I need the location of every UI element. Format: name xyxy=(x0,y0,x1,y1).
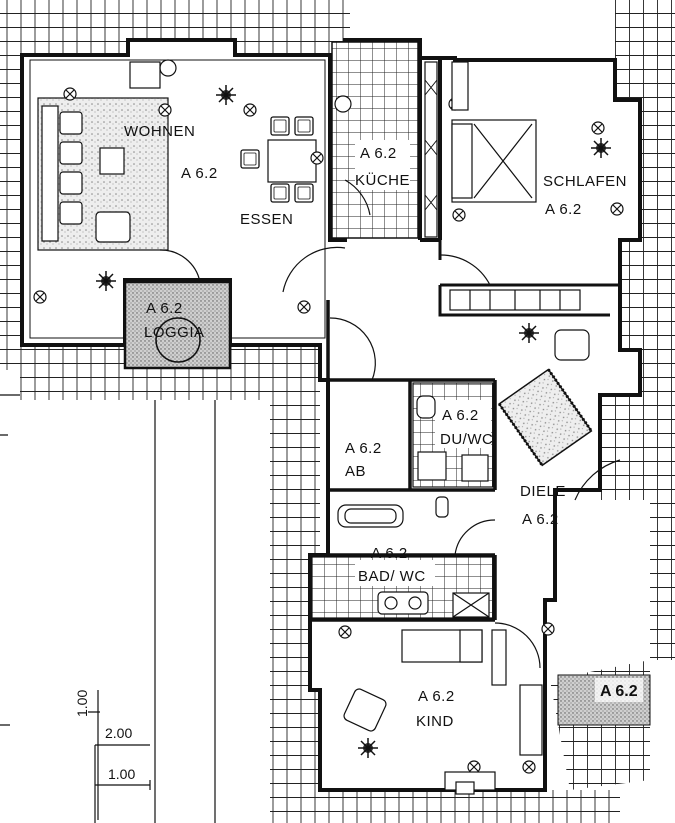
roof-tiles xyxy=(0,0,20,370)
roof-tiles xyxy=(615,0,675,100)
rug xyxy=(497,368,593,467)
shower-icon xyxy=(417,451,447,481)
desk-icon xyxy=(129,61,161,89)
chair-icon xyxy=(159,59,177,77)
toilet-icon xyxy=(435,496,449,518)
room-code-du-wc: A 6.2 xyxy=(442,407,479,424)
plant-icon xyxy=(215,84,237,106)
interior-wall xyxy=(310,300,497,622)
scale-label-1m: 1.00 xyxy=(108,766,135,782)
room-name-wohnen: WOHNEN xyxy=(124,123,195,140)
interior-wall xyxy=(438,283,620,317)
chair-icon xyxy=(554,329,590,361)
bathtub-icon xyxy=(337,504,404,528)
du-label-area xyxy=(435,400,491,448)
scale-bar: 1.00 2.00 1.00 xyxy=(74,690,151,823)
table-icon xyxy=(99,147,125,175)
shelf-icon xyxy=(519,684,543,756)
chair-icon xyxy=(343,688,387,732)
table-icon xyxy=(267,139,317,183)
room-name-loggia: LOGGIA xyxy=(144,324,205,341)
site-line xyxy=(0,394,216,823)
loggia-floor xyxy=(123,280,232,370)
room-code-ab: A 6.2 xyxy=(345,440,382,457)
loggia-table xyxy=(155,317,201,363)
door-swing xyxy=(282,246,346,293)
stove-icon xyxy=(424,79,438,211)
room-name-ab: AB xyxy=(345,463,366,480)
shelf-icon xyxy=(491,629,507,686)
room-name-schlafen: SCHLAFEN xyxy=(543,173,627,190)
sink-icon xyxy=(334,95,352,113)
toilet-icon xyxy=(416,395,436,419)
room-code-diele: A 6.2 xyxy=(522,511,559,528)
room-name-essen: ESSEN xyxy=(240,211,293,228)
room-code-loggia: A 6.2 xyxy=(146,300,183,317)
chair-icon xyxy=(95,211,131,243)
room-code-wohnen: A 6.2 xyxy=(181,165,218,182)
interior-wall xyxy=(328,55,442,242)
sofa-icon xyxy=(41,105,59,242)
kitchen-counter xyxy=(424,61,438,238)
room-code-kueche: A 6.2 xyxy=(360,145,397,162)
roof-tiles xyxy=(320,790,620,823)
roof-tiles xyxy=(650,490,675,660)
site-line xyxy=(0,434,10,726)
room-name-kind: KIND xyxy=(416,713,454,730)
scale-label-vertical: 1.00 xyxy=(74,690,90,717)
sink-icon xyxy=(461,454,489,482)
room-name-kueche: KÜCHE xyxy=(355,171,410,189)
room-code-schlafen: A 6.2 xyxy=(545,201,582,218)
scale-label-2m: 2.00 xyxy=(105,725,132,741)
bad-label-area xyxy=(355,560,435,586)
room-code-bad-wc: A 6.2 xyxy=(371,545,408,562)
room-name-diele: DIELE xyxy=(520,483,566,500)
room-code-kind: A 6.2 xyxy=(418,688,455,705)
kueche-label-area xyxy=(355,140,410,190)
room-name-du-wc: DU/WC xyxy=(440,431,493,448)
room-name-bad-wc: BAD/ WC xyxy=(358,568,426,585)
light-fixture-icon xyxy=(63,87,77,101)
wardrobe-icon xyxy=(451,61,469,111)
room-code-neighbor: A 6.2 xyxy=(600,683,638,700)
door-swing xyxy=(344,179,371,216)
